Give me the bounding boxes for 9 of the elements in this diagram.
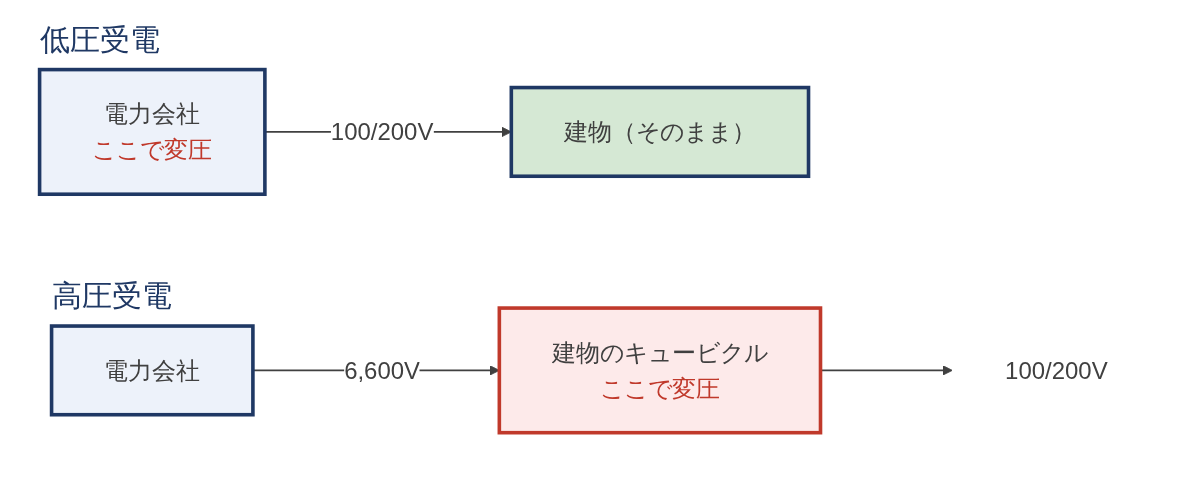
section-heading: 低圧受電 <box>39 21 160 58</box>
node-box: 電力会社 ここで変圧 <box>37 67 267 196</box>
node-text: 100/200V <box>1005 357 1108 384</box>
edge-label: 100/200V <box>330 118 434 146</box>
section-heading: 高圧受電 <box>51 278 172 315</box>
node-box: 電力会社 <box>49 324 255 417</box>
node-box: 建物のキュービクル ここで変圧 <box>497 306 823 435</box>
node-box: 建物（そのまま） <box>509 85 811 179</box>
edge-label: 6,600V <box>344 357 421 384</box>
